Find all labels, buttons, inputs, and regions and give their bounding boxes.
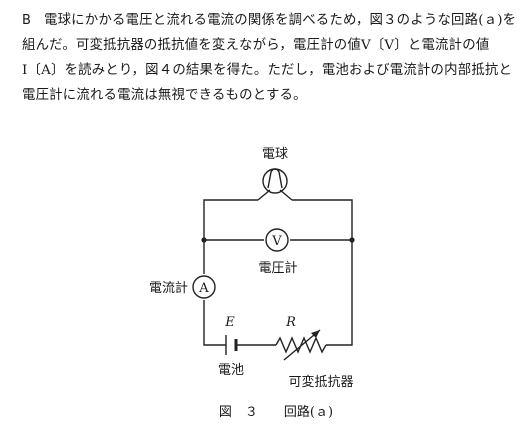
variable-resistor-icon: [275, 329, 327, 361]
problem-label: B: [22, 13, 32, 28]
problem-line-1: 電球にかかる電圧と流れる電流の関係を調べるため，図３のような回路(ａ)を: [44, 13, 517, 28]
voltmeter-icon: [265, 228, 289, 252]
ammeter-icon: [192, 275, 216, 299]
wire-top-loop: [203, 199, 353, 240]
resistor-symbol: R: [285, 315, 296, 330]
wire-left: [203, 240, 226, 346]
wire-bottom: [236, 240, 353, 346]
junction-right: [349, 237, 355, 243]
bulb-label: 電球: [262, 147, 288, 162]
voltmeter-label: 電圧計: [258, 260, 297, 276]
junction-left: [201, 237, 207, 243]
voltmeter-symbol: V: [271, 234, 282, 249]
battery-symbol: E: [224, 315, 235, 330]
ammeter-symbol: A: [198, 281, 209, 296]
problem-line-4: 電圧計に流れる電流は無視できるものとする。: [22, 88, 307, 103]
figure-caption: 図 ３ 回路(ａ): [219, 404, 333, 420]
problem-text: B 電球にかかる電圧と流れる電流の関係を調べるため，図３のような回路(ａ)を 組…: [22, 8, 517, 108]
problem-line-2: 組んだ。可変抵抗器の抵抗値を変えながら，電圧計の値V〔V〕と電流計の値: [22, 38, 490, 53]
battery-label: 電池: [218, 363, 244, 378]
resistor-label: 可変抵抗器: [288, 374, 353, 390]
bulb-icon: [257, 168, 293, 201]
problem-line-3: I〔A〕を読みとり，図４の結果を得た。ただし，電池および電流計の内部抵抗と: [22, 63, 513, 78]
battery-icon: [225, 335, 238, 355]
ammeter-label: 電流計: [149, 280, 188, 296]
